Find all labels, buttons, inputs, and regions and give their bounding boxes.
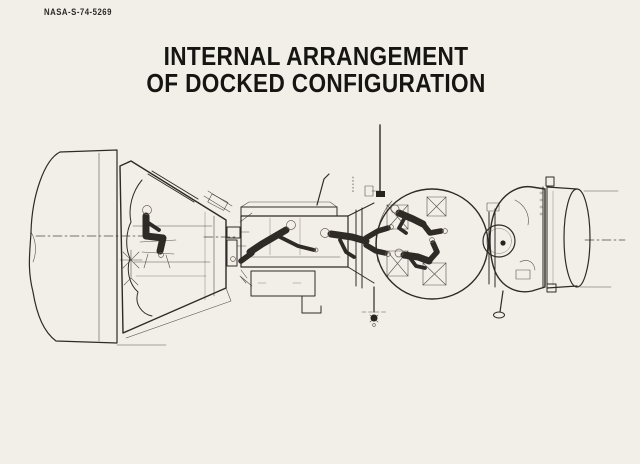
title-line-2: OF DOCKED CONFIGURATION	[146, 68, 486, 98]
thruster-top	[545, 176, 555, 187]
cosmonaut-head	[390, 204, 400, 214]
periscope	[493, 290, 505, 319]
hatch-window	[482, 224, 516, 258]
docking-module	[230, 173, 375, 314]
soyuz-descent-module	[482, 185, 546, 319]
bottom-antenna	[361, 286, 388, 327]
astronaut-head	[320, 228, 330, 238]
equipment-pallet	[240, 269, 322, 314]
apollo-command-module	[119, 160, 233, 339]
apollo-service-module	[28, 149, 167, 346]
soyuz-instrument-module	[539, 176, 619, 293]
cosmonaut-orbital-module-lower	[394, 237, 440, 270]
photo-id-label: NASA-S-74-5269	[44, 7, 112, 18]
strut-assembly	[119, 249, 143, 286]
centerline	[35, 235, 626, 241]
cosmonaut-orbital-module-upper	[390, 204, 448, 236]
astronaut-head	[142, 205, 152, 215]
astronaut-seated-command-module	[142, 205, 167, 258]
astronaut-crawling-docking-module	[230, 220, 319, 264]
cosmonaut-head	[394, 248, 404, 258]
soyuz-orbital-module	[361, 188, 489, 327]
astronaut-floating-hatch	[320, 224, 394, 259]
truss-panels	[386, 196, 447, 286]
slide-title: INTERNAL ARRANGEMENT OF DOCKED CONFIGURA…	[41, 43, 591, 97]
title-line-1: INTERNAL ARRANGEMENT	[163, 41, 469, 71]
roof-antenna	[316, 173, 330, 206]
astronaut-head	[286, 220, 296, 230]
whip-antenna	[352, 124, 385, 197]
